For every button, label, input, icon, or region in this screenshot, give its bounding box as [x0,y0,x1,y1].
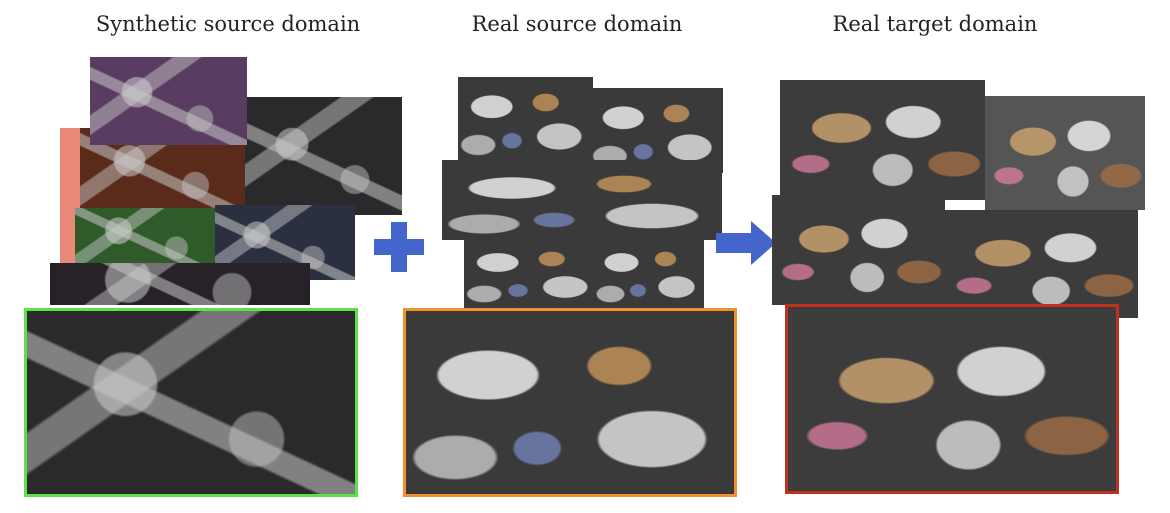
real-target-image-tile [772,195,945,305]
title-real-target: Real target domain [832,12,1038,36]
real-target-image-tile [945,210,1138,318]
title-synthetic-source: Synthetic source domain [95,12,361,36]
arrow-right-icon [716,221,776,265]
real-target-image-tile [780,80,985,200]
synthetic-image-tile [50,263,310,305]
synthetic-image-tile [75,208,220,265]
real-target-image-tile [985,96,1145,210]
synthetic-image-tile [245,97,402,215]
real-source-image-tile [590,88,723,173]
real-source-image-tile [442,160,722,240]
real-source-example-frame [403,308,737,497]
plus-icon [374,222,424,272]
synthetic-image-tile [90,57,247,145]
real-source-image-tile [458,77,593,162]
real-target-example-frame [785,304,1119,494]
real-source-image-tile [464,238,599,308]
real-source-image-tile [594,238,704,308]
title-real-source: Real source domain [471,12,683,36]
synthetic-example-frame [24,308,358,497]
